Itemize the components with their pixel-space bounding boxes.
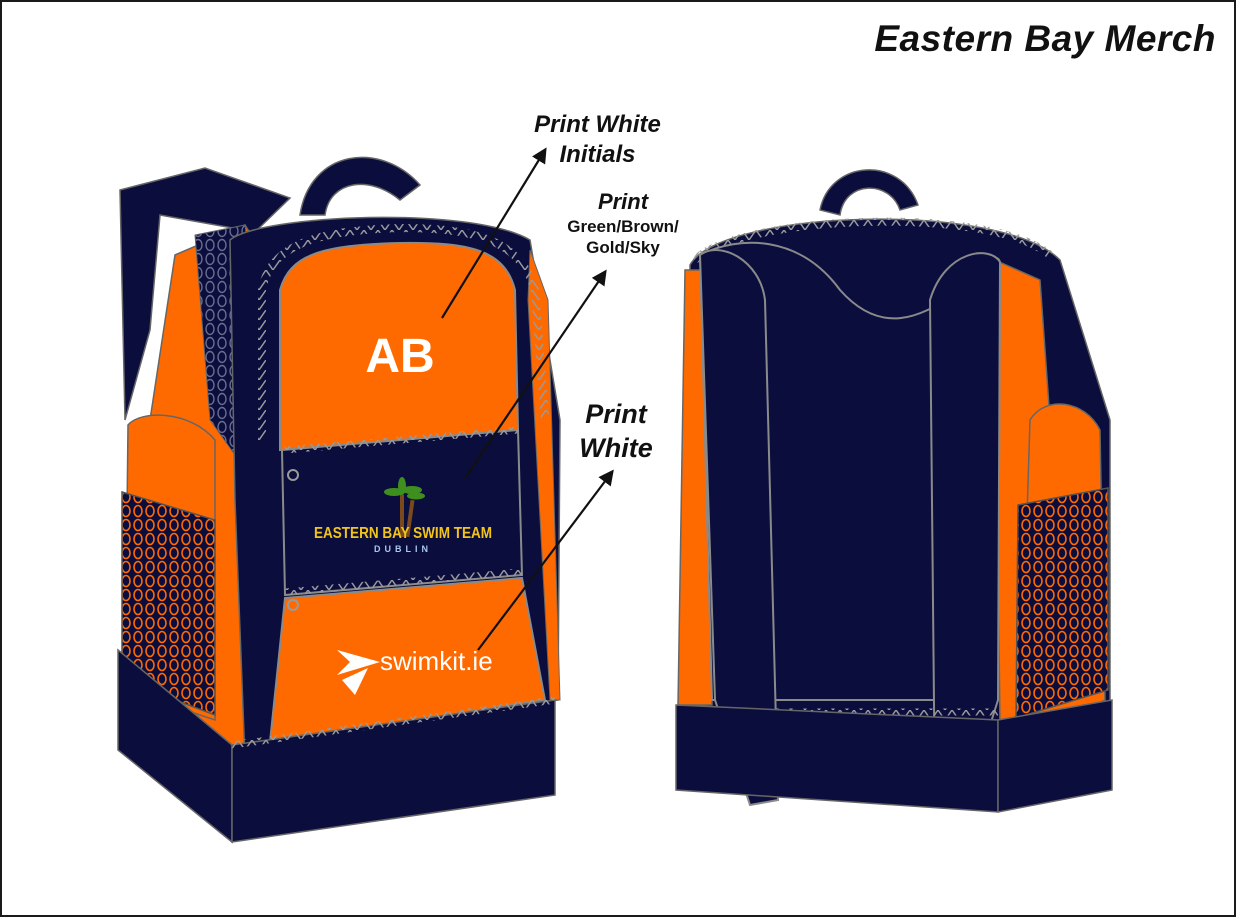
team-logo-city: DUBLIN <box>374 544 432 554</box>
sponsor-logo-text: swimkit.ie <box>380 646 493 676</box>
top-handle-front <box>299 156 422 216</box>
team-logo-name: EASTERN BAY SWIM TEAM <box>314 525 492 542</box>
callout-sponsor-line1: Print <box>585 399 647 429</box>
back-base <box>675 704 999 813</box>
callout-logo-line1: Print <box>597 189 649 214</box>
backpack-back <box>675 169 1113 813</box>
shoulder-strap-left <box>119 167 292 421</box>
page-title: Eastern Bay Merch <box>874 18 1216 59</box>
callout-sponsor-line2: White <box>579 432 653 463</box>
front-panel-upper <box>279 241 520 452</box>
callout-logo-line2: Green/Brown/ <box>567 216 679 236</box>
callout-logo-line3: Gold/Sky <box>586 237 660 257</box>
side-pocket-mesh-left <box>121 490 216 717</box>
callout-sponsor: Print White <box>556 398 676 466</box>
arrow-sponsor <box>477 469 614 651</box>
palm-tree-logo <box>384 477 425 538</box>
arrow-logo <box>464 269 607 479</box>
callout-initials-line2: Initials <box>559 141 636 168</box>
initials-print: AB <box>365 330 434 383</box>
arrow-initials <box>441 147 547 319</box>
sponsor-logo-icon <box>337 650 380 695</box>
backpack-front <box>117 156 561 844</box>
back-base-side <box>997 699 1113 813</box>
back-strap-left <box>698 249 780 807</box>
callout-initials: Print White Initials <box>520 110 675 170</box>
back-side-mesh <box>1015 487 1109 720</box>
sponsor-logo: swimkit.ie <box>337 646 493 695</box>
callout-initials-line1: Print White <box>534 111 661 138</box>
callout-logo: Print Green/Brown/ Gold/Sky <box>548 188 698 258</box>
top-handle-back <box>819 169 919 216</box>
